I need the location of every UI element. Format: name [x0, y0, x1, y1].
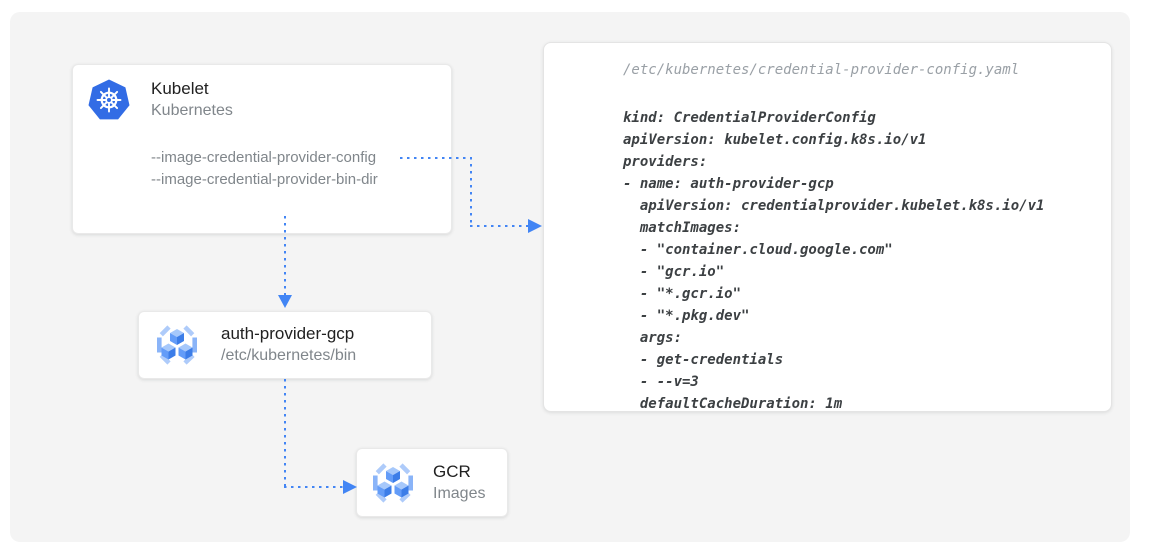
auth-provider-subtitle: /etc/kubernetes/bin — [221, 347, 357, 364]
yaml-code-line: matchImages: — [623, 220, 742, 236]
auth-provider-gcp-node: auth-provider-gcp /etc/kubernetes/bin — [138, 311, 432, 379]
yaml-code-line: defaultCacheDuration: 1m — [623, 396, 843, 412]
gcr-subtitle: Images — [433, 484, 486, 502]
yaml-code-block: kind: CredentialProviderConfig apiVersio… — [623, 107, 1044, 415]
yaml-code-line: providers: — [623, 154, 708, 170]
arrow-segment — [284, 216, 286, 297]
arrowhead-down-icon — [278, 295, 292, 308]
arrow-segment — [470, 225, 529, 227]
yaml-code-line: - "*.gcr.io" — [623, 286, 742, 302]
yaml-code-line: - get-credentials — [623, 352, 784, 368]
credential-provider-config-panel: /etc/kubernetes/credential-provider-conf… — [543, 42, 1112, 412]
arrow-segment — [470, 157, 472, 226]
kubelet-flags: --image-credential-provider-config --ima… — [151, 147, 378, 191]
kubelet-flag-bin-dir: --image-credential-provider-bin-dir — [151, 171, 378, 188]
yaml-code-line: - name: auth-provider-gcp — [623, 176, 834, 192]
container-registry-icon — [370, 462, 416, 504]
arrow-segment — [284, 379, 286, 487]
yaml-code-line: args: — [623, 330, 683, 346]
kubelet-flag-config: --image-credential-provider-config — [151, 149, 377, 166]
yaml-code-line: - "gcr.io" — [623, 264, 725, 280]
arrowhead-right-icon — [343, 480, 357, 494]
yaml-code-line: kind: CredentialProviderConfig — [623, 110, 876, 126]
arrowhead-right-icon — [528, 219, 542, 233]
kubelet-subtitle: Kubernetes — [151, 102, 233, 119]
kubelet-node: Kubelet Kubernetes --image-credential-pr… — [72, 64, 452, 234]
config-file-path: /etc/kubernetes/credential-provider-conf… — [623, 62, 1020, 78]
auth-provider-title: auth-provider-gcp — [221, 324, 355, 343]
gcr-title: GCR — [433, 461, 471, 481]
yaml-code-line: apiVersion: credentialprovider.kubelet.k… — [623, 198, 1045, 214]
kubelet-title: Kubelet — [151, 79, 209, 98]
yaml-code-line: apiVersion: kubelet.config.k8s.io/v1 — [623, 132, 927, 148]
arrow-segment — [284, 486, 344, 488]
arrow-segment — [400, 157, 470, 159]
yaml-code-line: - "*.pkg.dev" — [623, 308, 750, 324]
container-registry-icon — [154, 324, 200, 366]
gcr-node: GCR Images — [356, 448, 508, 517]
yaml-code-line: - --v=3 — [623, 374, 699, 390]
kubernetes-icon — [87, 79, 131, 123]
yaml-code-line: - "container.cloud.google.com" — [623, 242, 893, 258]
